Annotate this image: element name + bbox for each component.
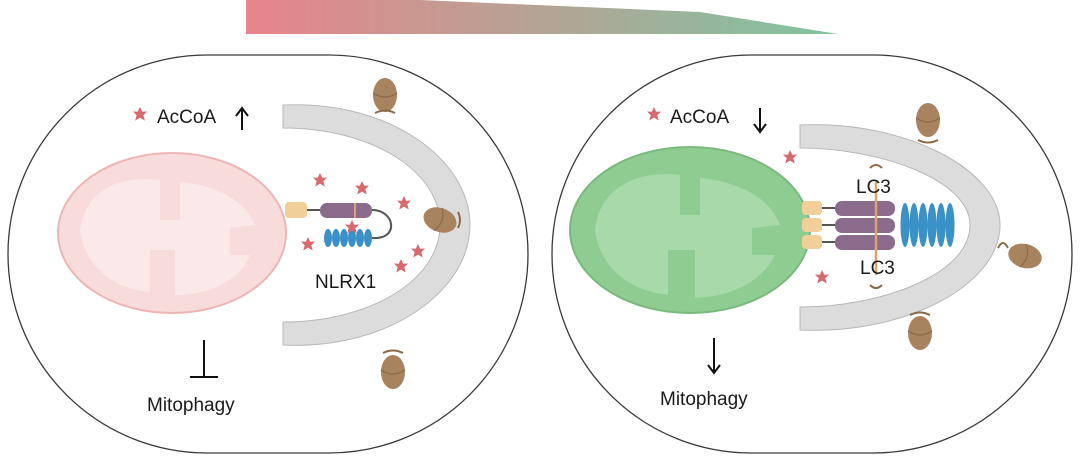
right-mitochondrion [569,146,811,314]
lc3-top-label: LC3 [856,177,891,198]
right-acoa-label: AcCoA [670,107,729,128]
right-down-arrow [707,338,721,375]
left-phagophore [282,104,471,346]
left-anchor [285,202,307,218]
nlrx1-label: NLRX1 [315,272,376,293]
left-cell: AcCoA NLRX1 Mitophagy [7,54,529,454]
right-acoa-down-arrow [753,108,767,134]
right-phagophore [799,124,1001,331]
left-mitophagy-label: Mitophagy [147,395,235,416]
nlrx1-complex [285,202,393,247]
right-mitophagy-label: Mitophagy [660,389,748,410]
left-vesicles [372,77,461,390]
right-vesicles [907,102,1046,351]
left-acoa-up-arrow [235,106,249,130]
lc3-receptor-complex [802,164,955,289]
right-cell: AcCoA LC3 LC3 Mitophagy [551,54,1073,454]
lc3-bottom-label: LC3 [860,258,895,279]
left-inhibition-symbol [190,340,218,378]
acoa-gradient-bar [246,0,838,34]
left-mitochondrion [57,152,287,314]
left-acoa-label: AcCoA [157,107,216,128]
